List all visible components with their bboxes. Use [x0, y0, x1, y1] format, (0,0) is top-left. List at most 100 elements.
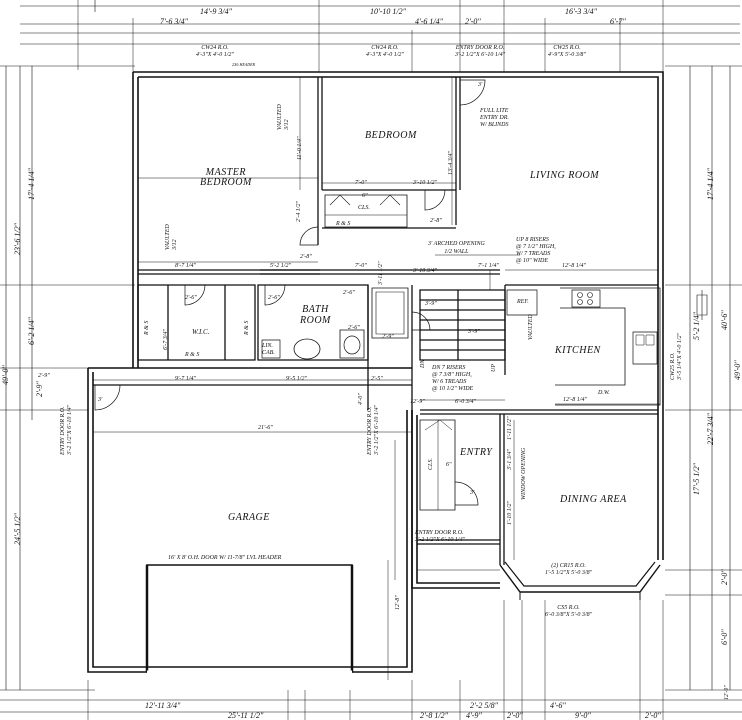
window-cw24-left: CW24 R.O. 4'-3"X 4'-0 1/2" [196, 45, 234, 58]
room-label-closet-entry: CLS. [428, 458, 434, 470]
note-vaulted-2: VAULTED 3/12 [165, 224, 178, 250]
room-label-linen-cabinet: LIN. CAB. [262, 343, 275, 356]
dim-d36: 1'-11 1/2" [507, 416, 513, 440]
note-window-opening: WINDOW OPENING [521, 447, 527, 500]
dim-d5: 2'-8" [430, 218, 442, 224]
room-label-garage: GARAGE [228, 512, 270, 523]
dim-d23: 9'-5 1/2" [286, 376, 307, 382]
dim-d40: R & S [185, 352, 200, 358]
top-dim-1: 14'-9 3/4" [200, 7, 232, 16]
dim-d37: 3'-1 3/4" [507, 449, 513, 470]
dim-d18: 2'-6" [343, 290, 355, 296]
window-cr15: (2) CR15 R.O. 1'-5 1/2"X 5'-0 3/8" [545, 563, 593, 576]
note-dn: DN [420, 359, 426, 368]
room-label-dishwasher: D.W. [598, 390, 610, 396]
dim-d31: 2'-6" [348, 325, 360, 331]
dim-d16: 2'-6" [185, 295, 197, 301]
dim-d10: 5'-2 1/2" [270, 263, 291, 269]
note-vaulted-1: VAULTED 3/12 [277, 104, 290, 130]
note-up: UP [491, 364, 497, 372]
note-cw25-right: CW25 R.O. 3'-5 1/4"X 4'-0 1/2" [670, 332, 683, 380]
dim-d33: 3' [98, 397, 103, 403]
dim-d7: 2'-4 1/2" [296, 201, 302, 222]
room-label-master-bedroom: MASTER BEDROOM [200, 167, 252, 188]
dim-d38: R & S [144, 320, 150, 335]
room-label-refrigerator: REF. [517, 299, 529, 305]
dim-d8: 8'-7 1/4" [175, 263, 196, 269]
bottom-right-vert-dim: 12'-9" [724, 685, 730, 700]
bottom-dim-1: 12'-11 3/4" [145, 701, 181, 710]
dim-d14: 7'-1 1/4" [478, 263, 499, 269]
window-cs5: CS5 R.O. 6'-0 3/8"X 5'-0 3/8" [545, 605, 593, 618]
right-dim-1: 17'-4 1/4" [706, 168, 715, 200]
room-label-entry: ENTRY [460, 447, 493, 458]
dim-d11: 7'-0" [355, 263, 367, 269]
dim-d39: R & S [244, 320, 250, 335]
dim-d35: 6" [446, 462, 452, 468]
note-up-risers: UP 8 RISERS @ 7 1/2" HIGH, W/ 7 TREADS @… [516, 237, 556, 264]
note-entry-door-left: ENTRY DOOR R.O. 3'-2 1/2"X 6'-10 1/4" [60, 404, 73, 455]
right-dim-3: 5'-2 1/4" [692, 312, 701, 340]
note-vaulted-3: VAULTED [528, 314, 534, 340]
dim-d44: 2'-9" [38, 373, 50, 379]
dim-d42: 6'-7 3/4" [163, 329, 169, 350]
dim-d24: 21'-6" [258, 425, 273, 431]
note-full-lite: FULL LITE ENTRY DR. W/ BLINDS [480, 108, 509, 128]
bottom-dim-8: 9'-0" [575, 711, 591, 720]
dim-d12: 3'-10 3/4" [413, 268, 437, 274]
dim-d6: 6" [362, 193, 368, 199]
dim-d17: 2'-6" [268, 295, 280, 301]
header-note-1: 2X6 HEADER [232, 62, 255, 67]
dim-d41: R & S [336, 221, 351, 227]
room-label-living-room: LIVING ROOM [530, 170, 600, 181]
top-dim-4: 7'-6 3/4" [160, 17, 188, 26]
dim-d2: 13'-4 3/4" [448, 151, 454, 175]
window-cw25: CW25 R.O. 4'-9"X 5'-0 3/8" [548, 45, 586, 58]
top-dim-3: 16'-3 3/4" [565, 7, 597, 16]
left-dim-5: 24'-5 1/2" [13, 513, 22, 545]
top-dim-6: 2'-0" [465, 17, 481, 26]
top-dim-5: 4'-6 1/4" [415, 17, 443, 26]
left-dim-2: 23'-6 1/2" [13, 223, 22, 255]
window-cw24-mid: CW24 R.O. 4'-3"X 4'-0 1/2" [366, 45, 404, 58]
right-dim-6: 49'-0" [733, 360, 742, 380]
right-dim-7: 2'-0" [720, 569, 729, 585]
dim-d28: 2'-5" [371, 376, 383, 382]
note-dn-risers: DN 7 RISERS @ 7 3/8" HIGH, W/ 6 TREADS @… [432, 365, 474, 392]
room-label-closet-top: CLS. [358, 205, 370, 211]
dim-d30: 1'-10 1/2" [507, 501, 513, 525]
room-label-bath: BATH ROOM [300, 304, 331, 326]
window-entry-top: ENTRY DOOR R.O. 3'-2 1/2"X 6'-10 1/4" [455, 45, 506, 58]
right-dim-4: 17'-5 1/2" [692, 463, 701, 495]
window-entry-bottom: ENTRY DOOR R.O. 3'-2 1/2"X 6'-10 1/4" [415, 530, 466, 543]
dim-d26: 12'-8 1/4" [563, 397, 587, 403]
dim-d29: 4'-0" [358, 393, 364, 405]
bottom-dim-6: 4'-9" [466, 711, 482, 720]
top-dim-2: 10'-10 1/2" [370, 7, 406, 16]
dim-d20: 3'-9" [468, 329, 480, 335]
left-dim-3: 6'-2 1/4" [27, 317, 36, 345]
bottom-dim-2: 2'-2 5/8" [470, 701, 498, 710]
dim-d43: 12'-8" [395, 595, 401, 610]
dim-d19: 3'-9" [425, 301, 437, 307]
dim-d27: 12'-9" [410, 399, 425, 405]
dim-d32: 3' [478, 82, 483, 88]
dim-d9: 2'-8" [300, 254, 312, 260]
room-label-wic: W.I.C. [192, 328, 210, 336]
room-label-kitchen: KITCHEN [555, 345, 601, 356]
room-label-bedroom: BEDROOM [365, 130, 417, 141]
dim-d3: 7'-0" [355, 180, 367, 186]
note-entry-door-mid: ENTRY DOOR R.O. 3'-2 1/2"X 6'-10 1/4" [367, 404, 380, 455]
left-dim-6: 2'-9" [35, 381, 44, 397]
right-dim-8: 6'-0" [720, 629, 729, 645]
bottom-dim-5: 2'-8 1/2" [420, 711, 448, 720]
bottom-dim-9: 2'-0" [645, 711, 661, 720]
right-dim-2: 40'-6" [720, 310, 729, 330]
dim-d22: 9'-7 1/4" [175, 376, 196, 382]
bottom-dim-7: 2'-0" [507, 711, 523, 720]
dim-d4: 3'-10 1/2" [413, 180, 437, 186]
left-dim-4: 49'-0" [1, 365, 10, 385]
right-dim-5: 22'-7 3/4" [706, 413, 715, 445]
bottom-dim-3: 4'-6" [550, 701, 566, 710]
